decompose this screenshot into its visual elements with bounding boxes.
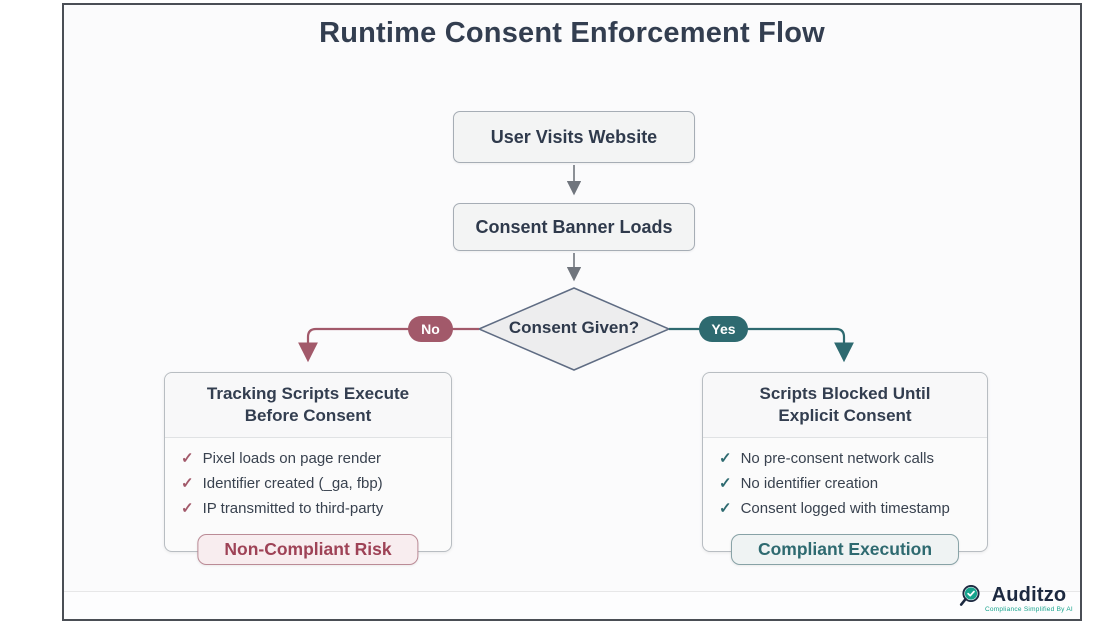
connector-layer (298, 165, 854, 371)
no-branch-title: Tracking Scripts Execute Before Consent (165, 373, 451, 438)
list-item-label: No identifier creation (740, 474, 879, 492)
check-icon: ✓ (181, 474, 194, 492)
list-item: ✓ No identifier creation (719, 474, 973, 492)
check-icon: ✓ (719, 499, 732, 517)
list-item: ✓ Identifier created (_ga, fbp) (181, 474, 437, 492)
yes-branch-list: ✓ No pre-consent network calls ✓ No iden… (703, 438, 987, 523)
yes-branch-badge: Compliant Execution (730, 534, 960, 565)
logo-text: Auditzo Compliance Simplified By AI (985, 585, 1073, 614)
diagram-title: Runtime Consent Enforcement Flow (319, 17, 825, 49)
yes-pill: Yes (699, 316, 748, 342)
check-icon: ✓ (719, 449, 732, 467)
yes-branch-card: Scripts Blocked Until Explicit Consent ✓… (702, 372, 988, 565)
magnifier-check-icon (956, 583, 983, 615)
node-label: Consent Banner Loads (475, 216, 673, 237)
list-item-label: No pre-consent network calls (740, 449, 934, 467)
brand-name: Auditzo (991, 583, 1067, 606)
check-icon: ✓ (181, 449, 194, 467)
node-user-visits-website: User Visits Website (453, 111, 695, 163)
list-item-label: Consent logged with timestamp (740, 499, 950, 517)
arrow-no-branch (298, 327, 479, 363)
list-item: ✓ Consent logged with timestamp (719, 499, 973, 517)
arrow-yes-branch (669, 327, 854, 363)
list-item-label: IP transmitted to third-party (202, 499, 384, 517)
node-consent-banner-loads: Consent Banner Loads (453, 203, 695, 251)
decision-label: Consent Given? (508, 318, 640, 337)
brand-tagline: Compliance Simplified By AI (984, 606, 1073, 614)
list-item: ✓ No pre-consent network calls (719, 449, 973, 467)
list-item-label: Identifier created (_ga, fbp) (202, 474, 383, 492)
check-icon: ✓ (181, 499, 194, 517)
list-item-label: Pixel loads on page render (202, 449, 382, 467)
footer-divider (64, 591, 1080, 619)
auditzo-logo: Auditzo Compliance Simplified By AI (956, 583, 1073, 615)
no-pill: No (408, 316, 453, 342)
no-branch-card: Tracking Scripts Execute Before Consent … (164, 372, 452, 565)
node-label: User Visits Website (490, 126, 658, 147)
diagram-frame: Runtime Consent Enforcement Flow (62, 3, 1082, 621)
check-icon: ✓ (719, 474, 732, 492)
yes-branch-title: Scripts Blocked Until Explicit Consent (703, 373, 987, 438)
no-branch-badge: Non-Compliant Risk (197, 534, 419, 565)
no-branch-list: ✓ Pixel loads on page render ✓ Identifie… (165, 438, 451, 523)
list-item: ✓ IP transmitted to third-party (181, 499, 437, 517)
list-item: ✓ Pixel loads on page render (181, 449, 437, 467)
